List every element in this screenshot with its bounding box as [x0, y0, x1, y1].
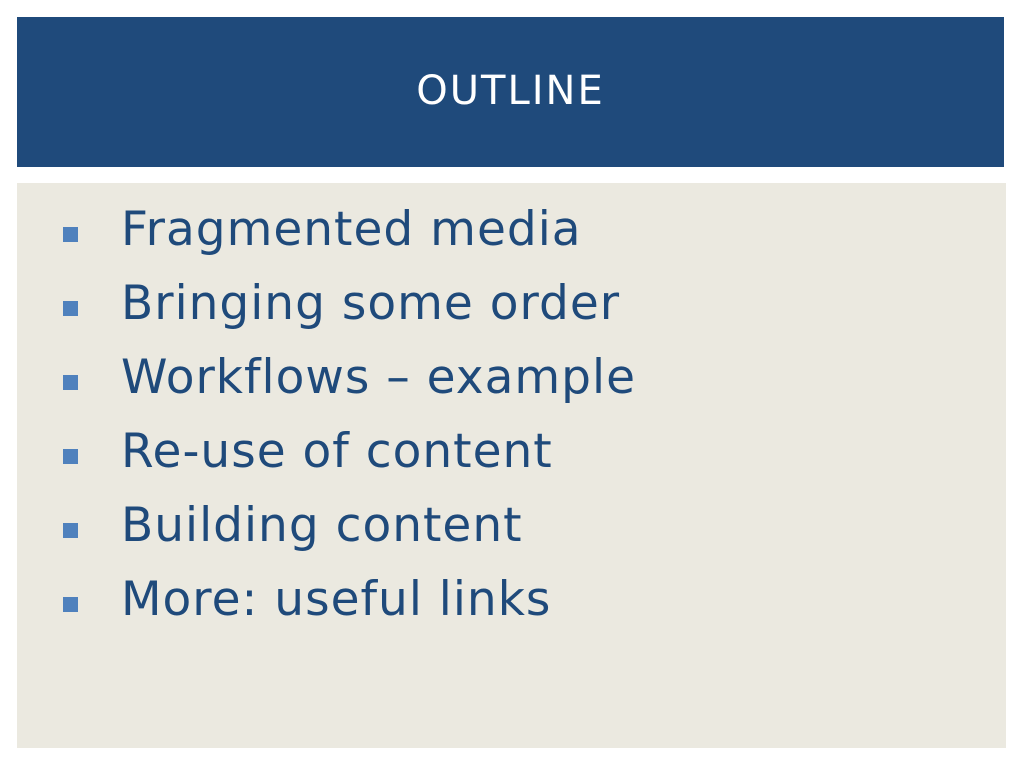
square-bullet-icon: [63, 449, 78, 464]
title-bar: OUTLINE: [17, 17, 1004, 167]
bullet-label: Workflows – example: [121, 350, 636, 405]
bullet-label: Bringing some order: [121, 276, 621, 331]
content-panel: Fragmented media Bringing some order Wor…: [17, 183, 1006, 748]
square-bullet-icon: [63, 597, 78, 612]
square-bullet-icon: [63, 301, 78, 316]
bullet-label: Building content: [121, 498, 523, 553]
square-bullet-icon: [63, 523, 78, 538]
square-bullet-icon: [63, 375, 78, 390]
square-bullet-icon: [63, 227, 78, 242]
bullet-label: More: useful links: [121, 572, 552, 627]
bullet-label: Fragmented media: [121, 202, 582, 257]
bullet-label: Re-use of content: [121, 424, 553, 479]
slide-title: OUTLINE: [416, 68, 605, 114]
